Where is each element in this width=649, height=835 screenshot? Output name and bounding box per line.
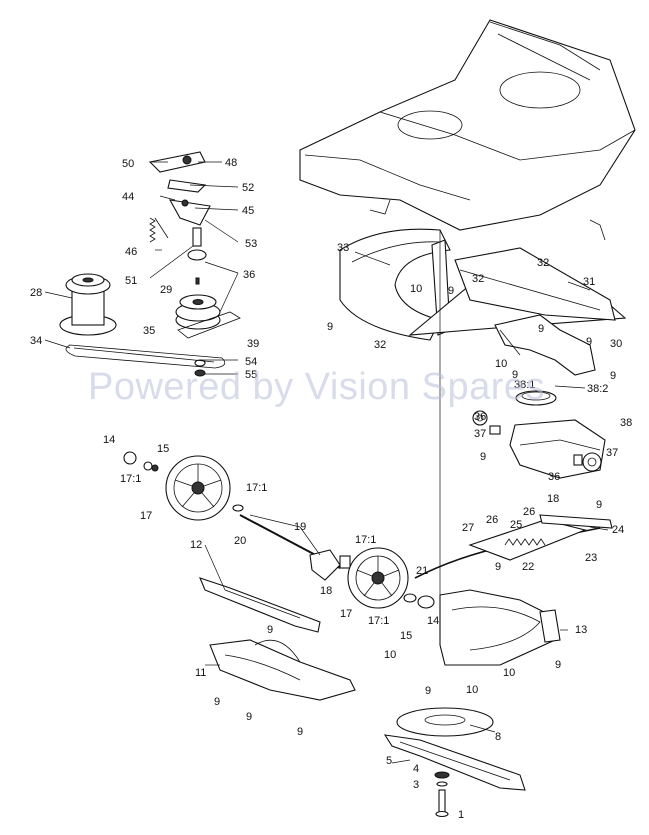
callout-3: 3: [413, 779, 419, 791]
callout-18b: 18: [547, 493, 559, 505]
callout-38-1: 38:1: [514, 379, 535, 391]
callout-21: 21: [416, 565, 428, 577]
drive-belt: [65, 344, 226, 369]
callout-9g: 9: [480, 451, 486, 463]
callout-20: 20: [234, 535, 246, 547]
callout-9o: 9: [297, 726, 303, 738]
callout-17-1d: 17:1: [368, 615, 389, 627]
callout-9m: 9: [214, 696, 220, 708]
rear-bracket: [494, 314, 596, 376]
callout-30: 30: [610, 338, 622, 350]
callout-15a: 15: [157, 443, 169, 455]
callout-37a: 37: [474, 428, 486, 440]
callout-13: 13: [575, 624, 587, 636]
callout-17-1c: 17:1: [355, 534, 376, 546]
callout-28: 28: [30, 287, 42, 299]
callout-23: 23: [585, 552, 597, 564]
callout-33: 33: [337, 242, 349, 254]
pulley-bracket: [148, 151, 241, 377]
callout-14a: 14: [103, 434, 115, 446]
rear-flap: [454, 219, 616, 321]
callout-9h: 9: [596, 499, 602, 511]
callout-9i: 9: [267, 624, 273, 636]
callout-37b: 37: [606, 447, 618, 459]
callout-4: 4: [413, 763, 419, 775]
rear-axle: [239, 514, 351, 581]
callout-45: 45: [242, 205, 254, 217]
callout-32b: 32: [537, 257, 549, 269]
callout-51: 51: [125, 275, 137, 287]
cutting-deck: [439, 589, 561, 666]
callout-10e: 10: [466, 684, 478, 696]
callout-9c: 9: [538, 323, 544, 335]
callout-32a: 32: [472, 273, 484, 285]
callout-9f: 9: [610, 370, 616, 382]
callout-26a: 26: [486, 514, 498, 526]
callout-32c: 32: [374, 339, 386, 351]
leader-lines: [44, 161, 609, 764]
blade-assembly: [383, 707, 526, 818]
callout-9e: 9: [512, 369, 518, 381]
callout-14b: 14: [427, 615, 439, 627]
callout-38-2: 38:2: [587, 383, 608, 395]
blade-12: [199, 577, 321, 633]
callout-36b: 36: [474, 411, 486, 423]
callout-38: 38: [620, 417, 632, 429]
callout-26b: 26: [523, 506, 535, 518]
callout-19: 19: [294, 521, 306, 533]
callout-34: 34: [30, 335, 42, 347]
callout-31: 31: [583, 276, 595, 288]
callout-12: 12: [190, 539, 202, 551]
callout-55: 55: [245, 369, 257, 381]
callout-36: 36: [243, 269, 255, 281]
skid-plate: [209, 639, 356, 701]
callout-39: 39: [247, 338, 259, 350]
callout-17-1a: 17:1: [120, 473, 141, 485]
wheel-right: [347, 547, 435, 609]
callout-9l: 9: [425, 685, 431, 697]
callout-36c: 36: [548, 471, 560, 483]
gearbox: [472, 390, 606, 479]
callout-35: 35: [143, 325, 155, 337]
callout-8: 8: [495, 731, 501, 743]
callout-17a: 17: [140, 510, 152, 522]
callout-22: 22: [522, 561, 534, 573]
mower-body: [299, 19, 636, 231]
height-adjust: [414, 514, 613, 579]
callout-27: 27: [462, 522, 474, 534]
callout-9a: 9: [448, 285, 454, 297]
callout-17-1b: 17:1: [246, 482, 267, 494]
callout-46: 46: [125, 246, 137, 258]
callout-17b: 17: [340, 608, 352, 620]
callout-50: 50: [122, 158, 134, 170]
callout-9n: 9: [246, 711, 252, 723]
callout-53: 53: [245, 238, 257, 250]
callout-52: 52: [242, 182, 254, 194]
callout-10c: 10: [384, 649, 396, 661]
wheel-left: [123, 451, 244, 521]
pulley-28: [59, 273, 117, 336]
callout-10d: 10: [503, 667, 515, 679]
callout-25: 25: [510, 519, 522, 531]
callout-54: 54: [245, 356, 257, 368]
callout-9j: 9: [495, 561, 501, 573]
callout-18a: 18: [320, 585, 332, 597]
callout-29: 29: [160, 284, 172, 296]
callout-11: 11: [195, 667, 206, 679]
callout-9k: 9: [555, 659, 561, 671]
callout-44: 44: [122, 191, 134, 203]
callout-24: 24: [612, 524, 624, 536]
callout-9d: 9: [586, 336, 592, 348]
callout-15b: 15: [400, 630, 412, 642]
callout-labels: 50 48 52 44 45 53 46 51 29 36 28 35 39 3…: [30, 157, 632, 821]
callout-1: 1: [458, 809, 464, 821]
callout-10a: 10: [410, 283, 422, 295]
callout-9b: 9: [327, 321, 333, 333]
callout-48: 48: [225, 157, 237, 169]
callout-10b: 10: [495, 358, 507, 370]
callout-5: 5: [386, 755, 392, 767]
